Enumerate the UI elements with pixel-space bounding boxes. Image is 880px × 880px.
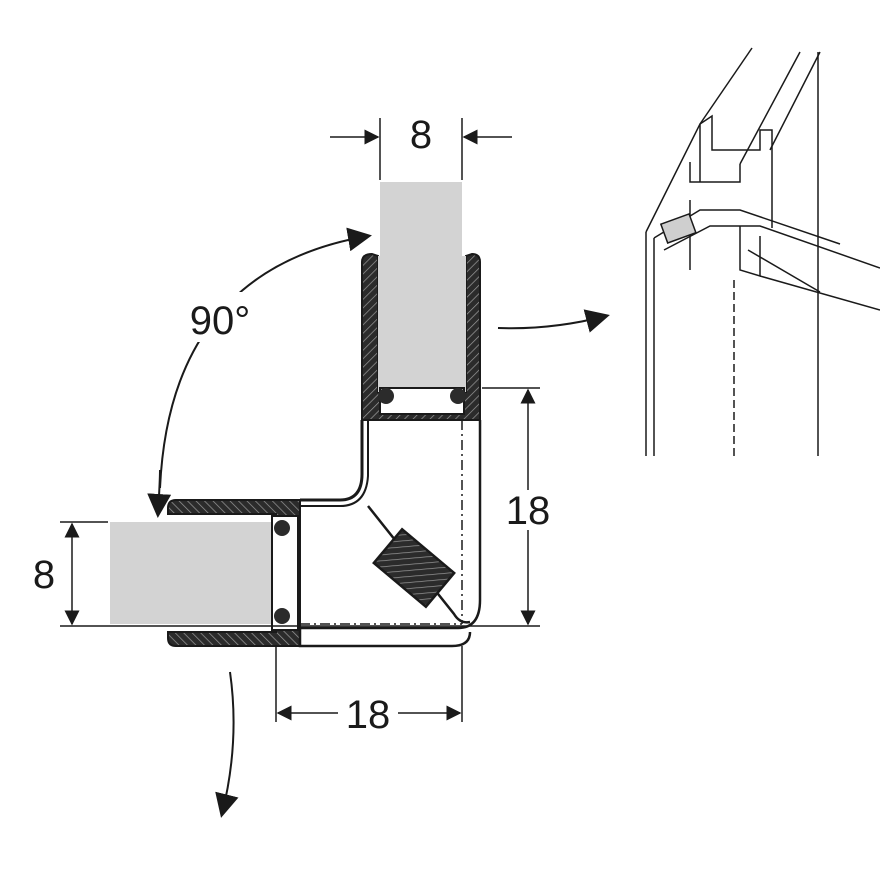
angle-indicator: 90° [147, 227, 372, 518]
perspective-view [645, 47, 880, 456]
curved-arrow-icon [497, 309, 610, 333]
left-glass-dimension-label: 8 [33, 553, 55, 597]
dimension-top-glass: 8 [330, 113, 512, 180]
down-curved-arrow-icon [215, 671, 239, 818]
angle-label: 90° [190, 299, 251, 343]
top-glass-dimension-label: 8 [410, 113, 432, 157]
left-glass-panel [110, 522, 276, 624]
dimension-horizontal-leg: 18 [275, 646, 463, 737]
vertical-leg-dimension-label: 18 [506, 489, 551, 533]
dimension-left-glass: 8 [33, 521, 540, 627]
horizontal-leg-dimension-label: 18 [346, 693, 391, 737]
dimension-vertical-leg: 18 [482, 387, 551, 626]
